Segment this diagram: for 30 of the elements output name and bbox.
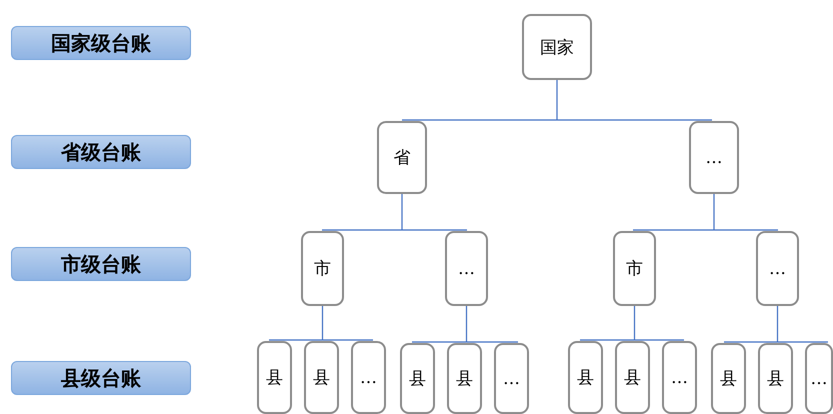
tree-connector	[401, 79, 713, 121]
tree-node-box: …	[689, 121, 739, 194]
tree-node-box: 市	[301, 231, 344, 306]
tree-node-box: …	[805, 343, 833, 414]
tree-node-box: 县	[304, 341, 339, 414]
tree-node-box: 省	[377, 121, 427, 194]
tree-node-box: 县	[758, 343, 793, 414]
tree-connector	[579, 305, 685, 341]
tree-node-box: 国家	[522, 14, 592, 80]
tree-connector	[723, 305, 829, 343]
tree-node-box: …	[494, 343, 529, 414]
tree-connector	[268, 305, 374, 341]
level-label-band: 国家级台账	[11, 26, 191, 60]
tree-node-box: …	[662, 341, 697, 414]
level-label-band: 市级台账	[11, 247, 191, 281]
tree-node-box: …	[445, 231, 488, 306]
tree-node-box: 县	[257, 341, 292, 414]
tree-node-box: …	[351, 341, 386, 414]
tree-node-box: …	[756, 231, 799, 306]
tree-node-box: 县	[568, 341, 603, 414]
level-label-band: 省级台账	[11, 135, 191, 169]
tree-connector	[411, 305, 519, 343]
level-label-band: 县级台账	[11, 361, 191, 395]
tree-node-box: 市	[613, 231, 656, 306]
tree-connector	[632, 193, 779, 231]
tree-node-box: 县	[711, 343, 746, 414]
tree-connector	[321, 193, 468, 231]
tree-node-box: 县	[400, 343, 435, 414]
tree-node-box: 县	[447, 343, 482, 414]
tree-node-box: 县	[615, 341, 650, 414]
